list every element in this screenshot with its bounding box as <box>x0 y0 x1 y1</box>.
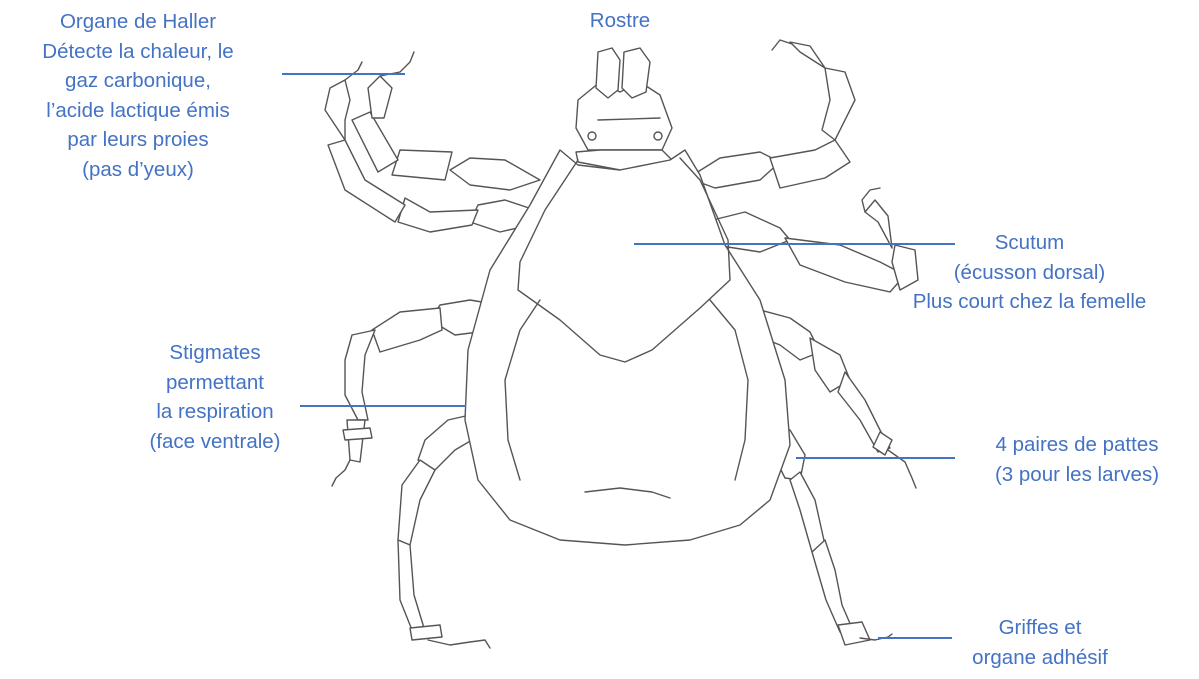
label-organe-de-haller: Organe de Haller Détecte la chaleur, le … <box>0 7 276 184</box>
leg-fourth-right <box>770 420 892 645</box>
scutum-line-2: (écusson dorsal) <box>860 258 1199 288</box>
label-pattes: 4 paires de pattes (3 pour les larves) <box>945 430 1199 489</box>
haller-line-1: Organe de Haller <box>0 7 276 37</box>
pattes-line-1: 4 paires de pattes <box>945 430 1199 460</box>
label-stigmates: Stigmates permettant la respiration (fac… <box>100 338 330 456</box>
griffes-line-2: organe adhésif <box>940 643 1140 673</box>
haller-line-3: gaz carbonique, <box>0 66 276 96</box>
stigmates-line-4: (face ventrale) <box>100 427 330 457</box>
haller-line-4: l’acide lactique émis <box>0 96 276 126</box>
scutum-line-1: Scutum <box>860 228 1199 258</box>
stigmates-line-3: la respiration <box>100 397 330 427</box>
label-scutum: Scutum (écusson dorsal) Plus court chez … <box>860 228 1199 317</box>
haller-line-5: par leurs proies <box>0 125 276 155</box>
stigmates-line-1: Stigmates <box>100 338 330 368</box>
rostre-line-1: Rostre <box>560 6 680 36</box>
capitulum <box>576 48 672 170</box>
haller-line-2: Détecte la chaleur, le <box>0 37 276 67</box>
stigmates-line-2: permettant <box>100 368 330 398</box>
leg-front-left <box>352 52 540 190</box>
haller-line-6: (pas d’yeux) <box>0 155 276 185</box>
leg-front-right <box>688 40 855 188</box>
pattes-line-2: (3 pour les larves) <box>945 460 1199 490</box>
scutum-line-3: Plus court chez la femelle <box>860 287 1199 317</box>
griffes-line-1: Griffes et <box>940 613 1140 643</box>
leg-second-left <box>325 62 535 232</box>
label-griffes: Griffes et organe adhésif <box>940 613 1140 672</box>
label-rostre: Rostre <box>560 6 680 36</box>
